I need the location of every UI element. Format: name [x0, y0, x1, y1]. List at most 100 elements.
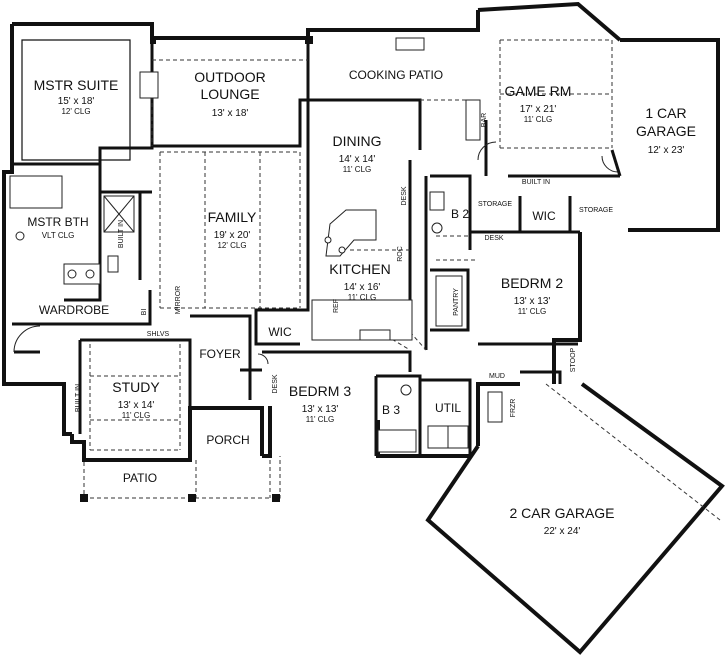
room-dims-one-car-garage: 12' x 23' [648, 145, 685, 156]
label-built-in-bath: BUILT IN [118, 220, 125, 248]
vanity [63, 263, 101, 285]
room-dims-outdoor-lounge: 13' x 18' [212, 108, 249, 119]
room-clg-kitchen: 11' CLG [348, 293, 377, 302]
room-name-porch: PORCH [206, 433, 249, 447]
room-name-outdoor-lounge-line2: LOUNGE [200, 86, 259, 102]
label-built-in-study: BUILT IN [75, 384, 82, 412]
room-name-one-car-garage-line1: 1 CAR [645, 105, 686, 121]
door-swing [257, 353, 269, 365]
label-ref: REF [333, 299, 340, 313]
door-swing [13, 325, 41, 353]
sink-icon [431, 222, 443, 234]
fireplace-icon [139, 71, 159, 99]
room-clg-dining: 11' CLG [343, 165, 372, 174]
cooktop-icon [359, 329, 391, 341]
label-frzr: FRZR [510, 399, 517, 418]
room-name-family: FAMILY [208, 209, 257, 225]
room-name-outdoor-lounge-line1: OUTDOOR [194, 69, 266, 85]
bathtub-icon [377, 429, 417, 453]
room-name-cooking-patio: COOKING PATIO [349, 68, 443, 82]
room-name-two-car-garage: 2 CAR GARAGE [509, 505, 614, 521]
annotations: BUILT IN STORAGE STORAGE DESK DESK DESK … [75, 113, 613, 418]
room-name-wic-lower: WIC [268, 325, 292, 339]
bar-counter [465, 99, 481, 141]
label-desk-b2: DESK [484, 235, 503, 242]
room-name-b3: B 3 [382, 403, 400, 417]
label-built-in-game: BUILT IN [522, 179, 550, 186]
room-clg-mstr-bth: VLT CLG [42, 231, 75, 240]
label-desk-dining: DESK [401, 186, 408, 205]
room-clg-study: 11' CLG [122, 411, 151, 420]
room-name-wic-upper: WIC [532, 209, 556, 223]
room-dims-family: 19' x 20' [214, 230, 251, 241]
room-name-mstr-suite: MSTR SUITE [34, 77, 119, 93]
room-name-bedrm-3: BEDRM 3 [289, 383, 351, 399]
tub-surround [9, 175, 63, 209]
room-clg-game-rm: 11' CLG [524, 115, 553, 124]
freezer-icon [487, 391, 503, 423]
room-dims-two-car-garage: 22' x 24' [544, 526, 581, 537]
label-shlvs: SHLVS [147, 331, 170, 338]
room-clg-family: 12' CLG [217, 241, 246, 250]
column-post [305, 36, 313, 44]
room-name-one-car-garage-line2: GARAGE [636, 123, 696, 139]
column-post [188, 494, 196, 502]
washer-icon [427, 425, 449, 449]
room-name-bedrm-2: BEDRM 2 [501, 275, 563, 291]
sink-icon [85, 269, 95, 279]
door-swing [601, 155, 619, 173]
label-stoop: STOOP [570, 347, 577, 372]
room-dims-game-rm: 17' x 21' [520, 104, 557, 115]
dryer-icon [447, 425, 469, 449]
room-name-wardrobe: WARDROBE [39, 303, 109, 317]
room-name-mstr-bth: MSTR BTH [27, 215, 88, 229]
label-mirror: MIRROR [175, 286, 182, 314]
room-dims-kitchen: 14' x 16' [344, 282, 381, 293]
label-storage-right: STORAGE [579, 207, 613, 214]
room-name-dining: DINING [333, 133, 382, 149]
pantry-shelves [435, 275, 463, 327]
room-dims-dining: 14' x 14' [339, 154, 376, 165]
room-name-game-rm: GAME RM [505, 83, 572, 99]
room-name-foyer: FOYER [199, 347, 241, 361]
room-name-patio: PATIO [123, 471, 157, 485]
room-name-kitchen: KITCHEN [329, 261, 390, 277]
room-clg-mstr-suite: 12' CLG [61, 107, 90, 116]
overhead-lines [83, 39, 721, 521]
room-dims-mstr-suite: 15' x 18' [58, 96, 95, 107]
columns [80, 36, 313, 502]
room-dims-bedrm-2: 13' x 13' [514, 296, 551, 307]
label-storage-left: STORAGE [478, 201, 512, 208]
column-post [80, 494, 88, 502]
room-clg-bedrm-3: 11' CLG [306, 415, 335, 424]
label-bi: BI [141, 309, 148, 316]
room-name-study: STUDY [112, 379, 160, 395]
sink-icon [400, 384, 412, 396]
room-dims-bedrm-3: 13' x 13' [302, 404, 339, 415]
room-clg-bedrm-2: 11' CLG [518, 307, 547, 316]
label-desk-bedrm3: DESK [272, 374, 279, 393]
toilet-icon [107, 255, 119, 273]
label-bar: BAR [481, 113, 488, 127]
interior-walls [12, 30, 622, 456]
grill-icon [395, 37, 425, 51]
label-mud: MUD [489, 373, 505, 380]
room-name-util: UTIL [435, 401, 461, 415]
door-swing [477, 141, 497, 161]
label-roc: ROC [397, 246, 404, 262]
kitchen-island [325, 209, 377, 257]
column-post [150, 38, 156, 44]
room-labels: MSTR SUITE 15' x 18' 12' CLG OUTDOOR LOU… [27, 68, 696, 537]
sink-icon [67, 269, 77, 279]
column-post [272, 494, 280, 502]
room-dims-study: 13' x 14' [118, 400, 155, 411]
sink-icon [15, 231, 25, 241]
fixtures [9, 37, 619, 453]
stool-icon [324, 236, 332, 244]
label-pantry: PANTRY [453, 288, 460, 316]
toilet-icon [429, 191, 445, 211]
stool-icon [338, 246, 346, 254]
room-name-b2: B 2 [451, 207, 469, 221]
